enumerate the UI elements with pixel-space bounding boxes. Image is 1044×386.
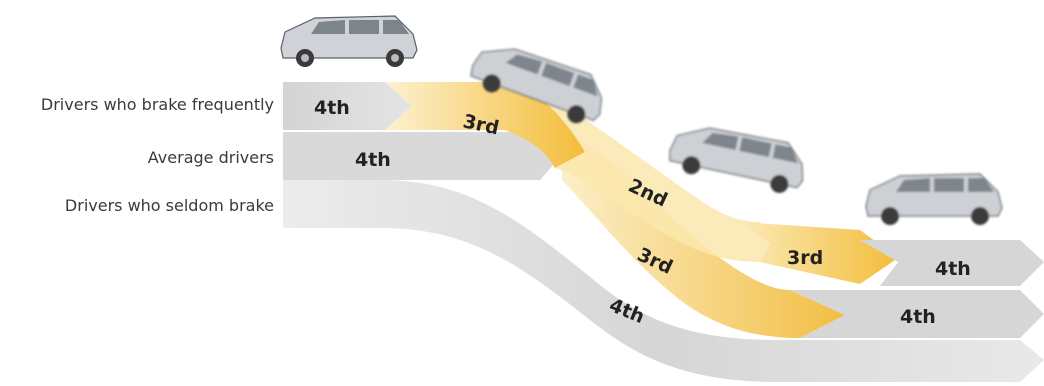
row-label-average: Average drivers bbox=[147, 148, 274, 167]
car-downhill-1 bbox=[470, 48, 603, 124]
band-frequent-4th-a bbox=[283, 82, 412, 130]
band-average-4th-a bbox=[283, 132, 562, 180]
gear-average-3: 4th bbox=[900, 306, 936, 328]
car-level bbox=[280, 15, 418, 67]
band-frequent-2nd bbox=[520, 82, 770, 262]
gear-frequent-4: 3rd bbox=[787, 247, 823, 269]
band-frequent-4th-b bbox=[860, 240, 1044, 286]
row-label-seldom: Drivers who seldom brake bbox=[64, 196, 274, 215]
car-downhill-2 bbox=[669, 127, 804, 193]
band-frequent-3rd-a bbox=[385, 82, 585, 168]
row-label-frequent: Drivers who brake frequently bbox=[40, 95, 274, 114]
gear-frequent-1: 4th bbox=[314, 97, 350, 119]
band-average-4th-b bbox=[790, 290, 1044, 338]
gear-average-1: 4th bbox=[355, 149, 391, 171]
gear-frequent-5: 4th bbox=[935, 258, 971, 280]
band-frequent-3rd-b bbox=[740, 222, 898, 284]
car-flat bbox=[865, 173, 1003, 225]
band-seldom bbox=[283, 180, 1044, 382]
